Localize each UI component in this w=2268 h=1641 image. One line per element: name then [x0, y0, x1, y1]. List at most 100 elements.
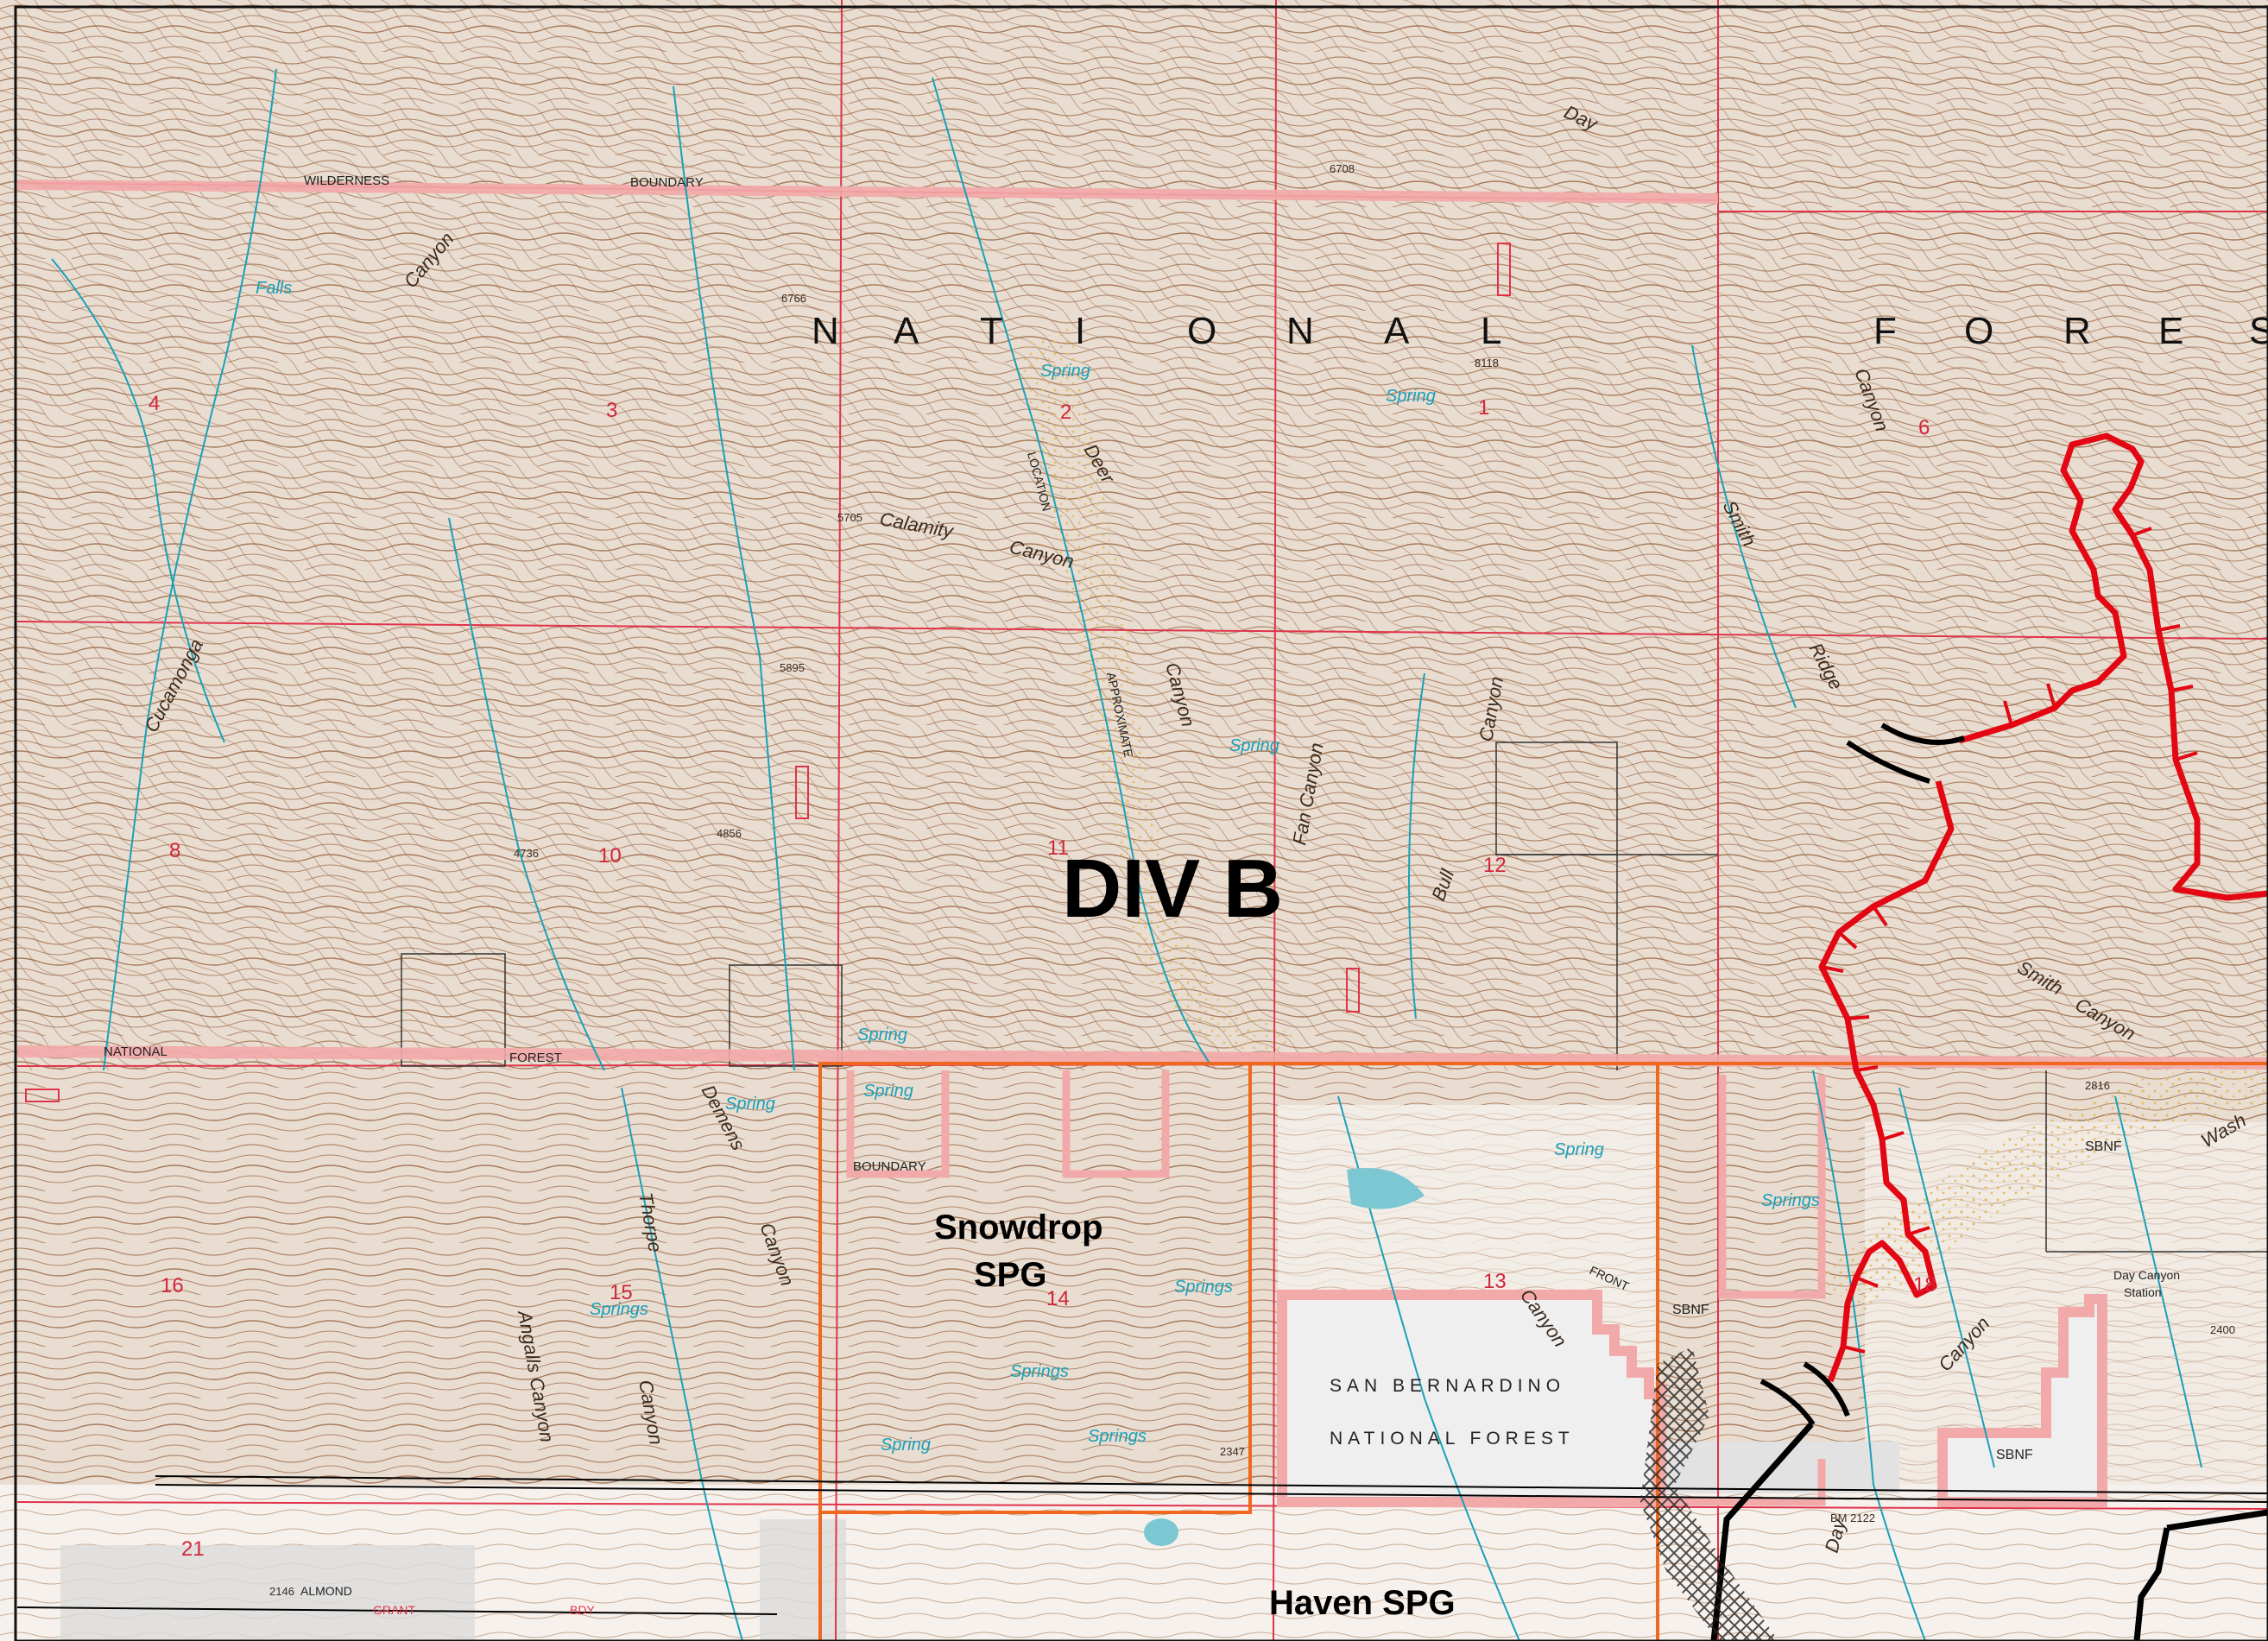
section-number: 2 — [1060, 401, 1071, 424]
fire-perimeter — [1818, 432, 2268, 1383]
wilderness-label: WILDERNESS — [304, 174, 389, 188]
elevation: 2347 — [1220, 1445, 1245, 1458]
spring-label: Spring — [881, 1436, 931, 1455]
red-markers — [25, 243, 1511, 1102]
spring-label: Spring — [1040, 362, 1090, 381]
section-number: 16 — [161, 1274, 184, 1297]
national-label: NATIONAL — [104, 1045, 167, 1059]
spring-label: Spring — [1229, 736, 1279, 755]
springs-label: Springs — [1174, 1278, 1233, 1297]
almond-label: ALMOND — [300, 1584, 352, 1598]
section-number: 1 — [1478, 396, 1489, 420]
springs-label: Springs — [1088, 1427, 1147, 1446]
elevation: 2400 — [2210, 1323, 2235, 1336]
elevation: 5895 — [780, 661, 805, 674]
elevation: BM 2122 — [1830, 1512, 1875, 1524]
spring-label: Spring — [1386, 387, 1436, 406]
nf-letter: F — [1873, 310, 1898, 352]
division-break-markers — [1759, 723, 1965, 1426]
pond — [1144, 1518, 1178, 1546]
national-forest-boundary — [16, 1045, 2268, 1070]
section-number: 13 — [1483, 1270, 1507, 1293]
elevation-labels: 6766 6708 8118 5705 5895 4736 4856 2816 … — [269, 162, 2235, 1598]
nf-letter: N — [1286, 310, 1316, 352]
elevation: 8118 — [1475, 357, 1499, 369]
elevation: 4856 — [717, 827, 742, 840]
bdy-label: BDY — [570, 1603, 595, 1617]
spring-label: Spring — [725, 1095, 775, 1114]
spring-label: Spring — [857, 1026, 907, 1045]
station-label-1: Day Canyon — [2113, 1268, 2180, 1282]
section-number: 11 — [1047, 836, 1069, 860]
parcel-gray — [60, 1545, 475, 1641]
fire-line-ticks — [1821, 527, 2198, 1354]
section-number: 6 — [1918, 416, 1930, 439]
roads — [16, 1475, 2268, 1615]
nf-letter: A — [1384, 310, 1411, 352]
san-bernardino-nf-label: SAN BERNARDINO NATIONAL FOREST — [1330, 1376, 1575, 1448]
forest-label: FOREST — [509, 1051, 562, 1065]
elevation: 2146 — [269, 1585, 294, 1598]
section-number: 12 — [1483, 854, 1507, 877]
sbnf-big-label-2: NATIONAL FOREST — [1330, 1429, 1575, 1448]
grant-label: GRANT — [373, 1603, 415, 1617]
sbnf-big-label-1: SAN BERNARDINO — [1330, 1376, 1565, 1396]
sbnf-label: SBNF — [2085, 1139, 2122, 1154]
break-arc — [1759, 1379, 1816, 1426]
snowdrop-spg-label-2: SPG — [974, 1256, 1046, 1294]
sbnf-parcels — [1277, 1290, 2107, 1507]
boundary-label-top: BOUNDARY — [630, 175, 704, 190]
marker — [1346, 968, 1360, 1013]
marker — [1497, 243, 1511, 296]
division-label: DIV B — [1062, 843, 1283, 935]
snowdrop-spg-label-1: Snowdrop — [934, 1209, 1103, 1247]
alluvial-day-canyon — [1813, 1053, 2268, 1312]
nf-letter: O — [1964, 310, 1995, 352]
nf-letter: O — [1187, 310, 1218, 352]
elevation: 6766 — [781, 292, 806, 305]
pond — [1347, 1168, 1425, 1209]
division-line-east-top — [2166, 1509, 2268, 1531]
national-forest-title: N A T I O N A L F O R E S — [812, 310, 2268, 352]
section-number: 3 — [606, 399, 617, 422]
sbnf-label: SBNF — [1672, 1303, 1709, 1317]
nf-letter: S — [2249, 310, 2268, 352]
nf-letter: A — [894, 310, 920, 352]
division-line-east — [2133, 1527, 2170, 1641]
hatched-area — [1640, 1347, 1778, 1641]
nf-letter: N — [812, 310, 841, 352]
spring-label: Spring — [863, 1082, 913, 1101]
springs-label: Springs — [1010, 1362, 1069, 1381]
sbnf-label: SBNF — [1996, 1448, 2033, 1462]
section-numbers: 4 3 2 1 6 8 10 11 12 16 15 14 13 18 21 — [148, 392, 1936, 1561]
elevation: 2816 — [2085, 1079, 2110, 1092]
nf-letter: I — [1075, 310, 1087, 352]
section-number: 10 — [598, 844, 622, 868]
elevation: 5705 — [837, 511, 862, 524]
streams — [51, 68, 2202, 1641]
parcel-gray — [760, 1519, 846, 1641]
water-labels: Spring Spring Spring Spring Spring Sprin… — [256, 279, 1820, 1455]
section-number: 8 — [169, 839, 180, 862]
map-frame — [14, 5, 2268, 1641]
nf-letter: L — [1481, 310, 1503, 352]
elevation: 6708 — [1330, 162, 1355, 175]
elevation: 4736 — [514, 847, 539, 860]
marker — [25, 1089, 60, 1102]
nf-letter: R — [2063, 310, 2093, 352]
haven-spg-label: Haven SPG — [1269, 1584, 1456, 1622]
sbnf-labels: SBNF SBNF SBNF — [1672, 1139, 2122, 1462]
marker — [795, 766, 809, 819]
break-arc — [1803, 1361, 1850, 1417]
wilderness-boundary — [16, 180, 1719, 204]
section-number: 21 — [181, 1537, 205, 1561]
spring-label: Spring — [1554, 1140, 1604, 1159]
alluvial-deer-canyon — [1019, 328, 1295, 1070]
section-number: 14 — [1046, 1287, 1070, 1310]
section-number: 18 — [1913, 1273, 1936, 1297]
nf-letter: E — [2158, 310, 2185, 352]
springs-label: Springs — [590, 1300, 648, 1319]
boundary-labels: WILDERNESS BOUNDARY NATIONAL FOREST BOUN… — [104, 174, 926, 1174]
boundary-label-low: BOUNDARY — [853, 1159, 926, 1174]
